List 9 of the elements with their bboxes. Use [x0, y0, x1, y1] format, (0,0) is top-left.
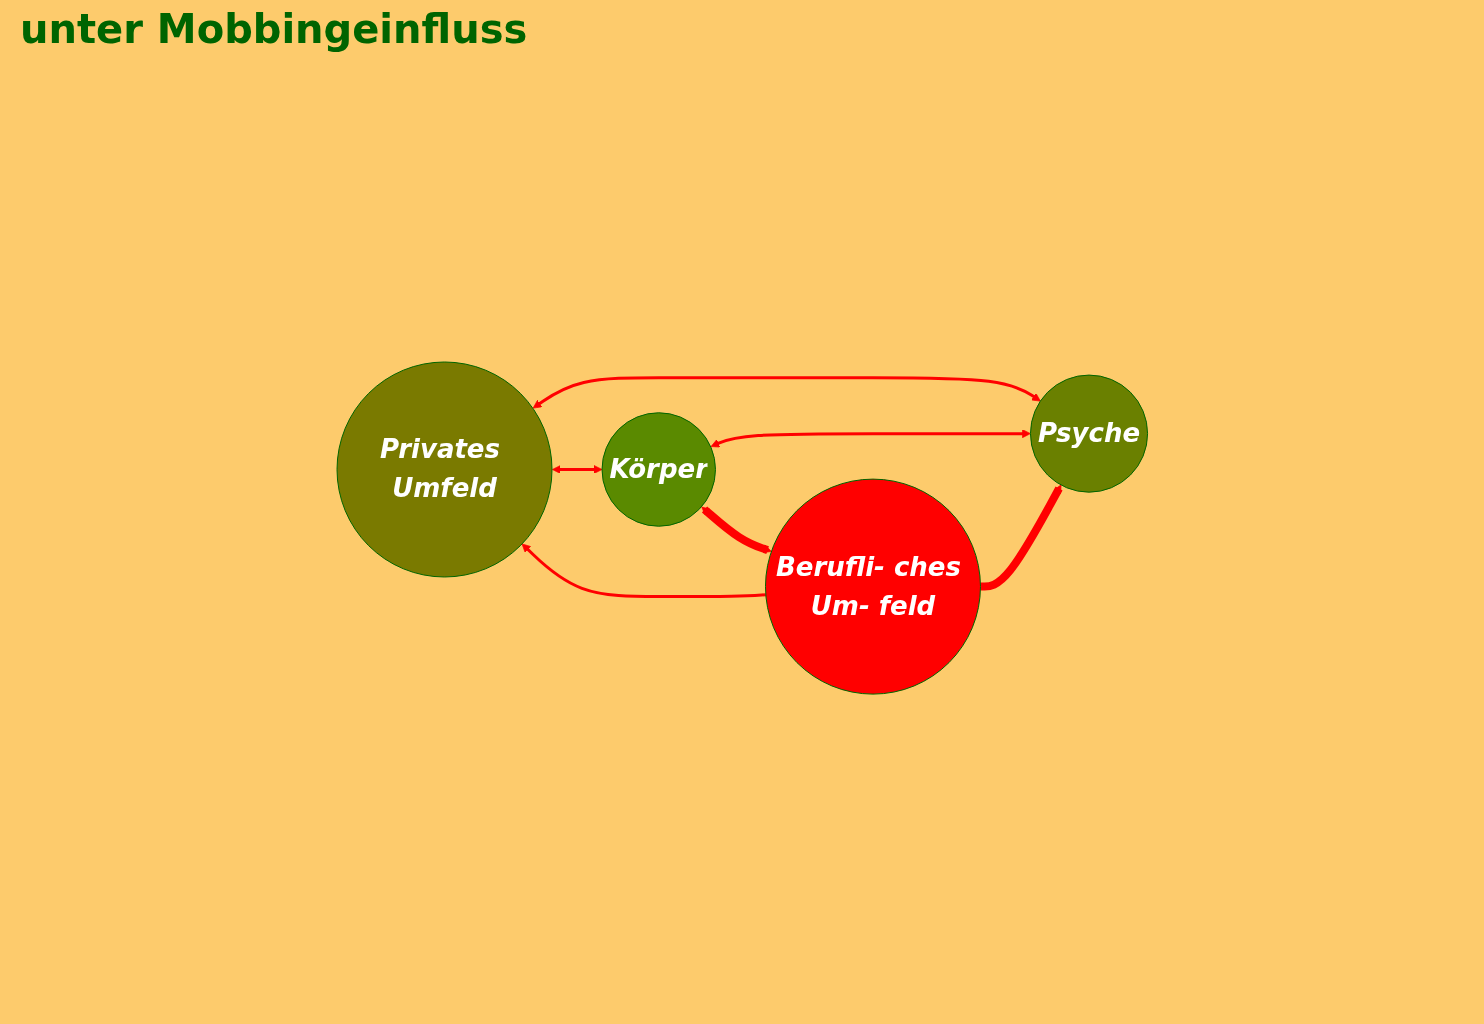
node-circle: Privates Umfeld — [336, 361, 553, 578]
node-circle: Psyche — [1029, 374, 1148, 493]
node-circle: Berufli- ches Um- feld — [764, 478, 981, 695]
arrow — [701, 506, 772, 554]
arrow — [521, 543, 766, 599]
arrow — [532, 376, 1041, 409]
title: unter Mobbingeinfluss — [20, 6, 529, 52]
arrow — [551, 465, 603, 474]
arrow — [710, 429, 1031, 448]
